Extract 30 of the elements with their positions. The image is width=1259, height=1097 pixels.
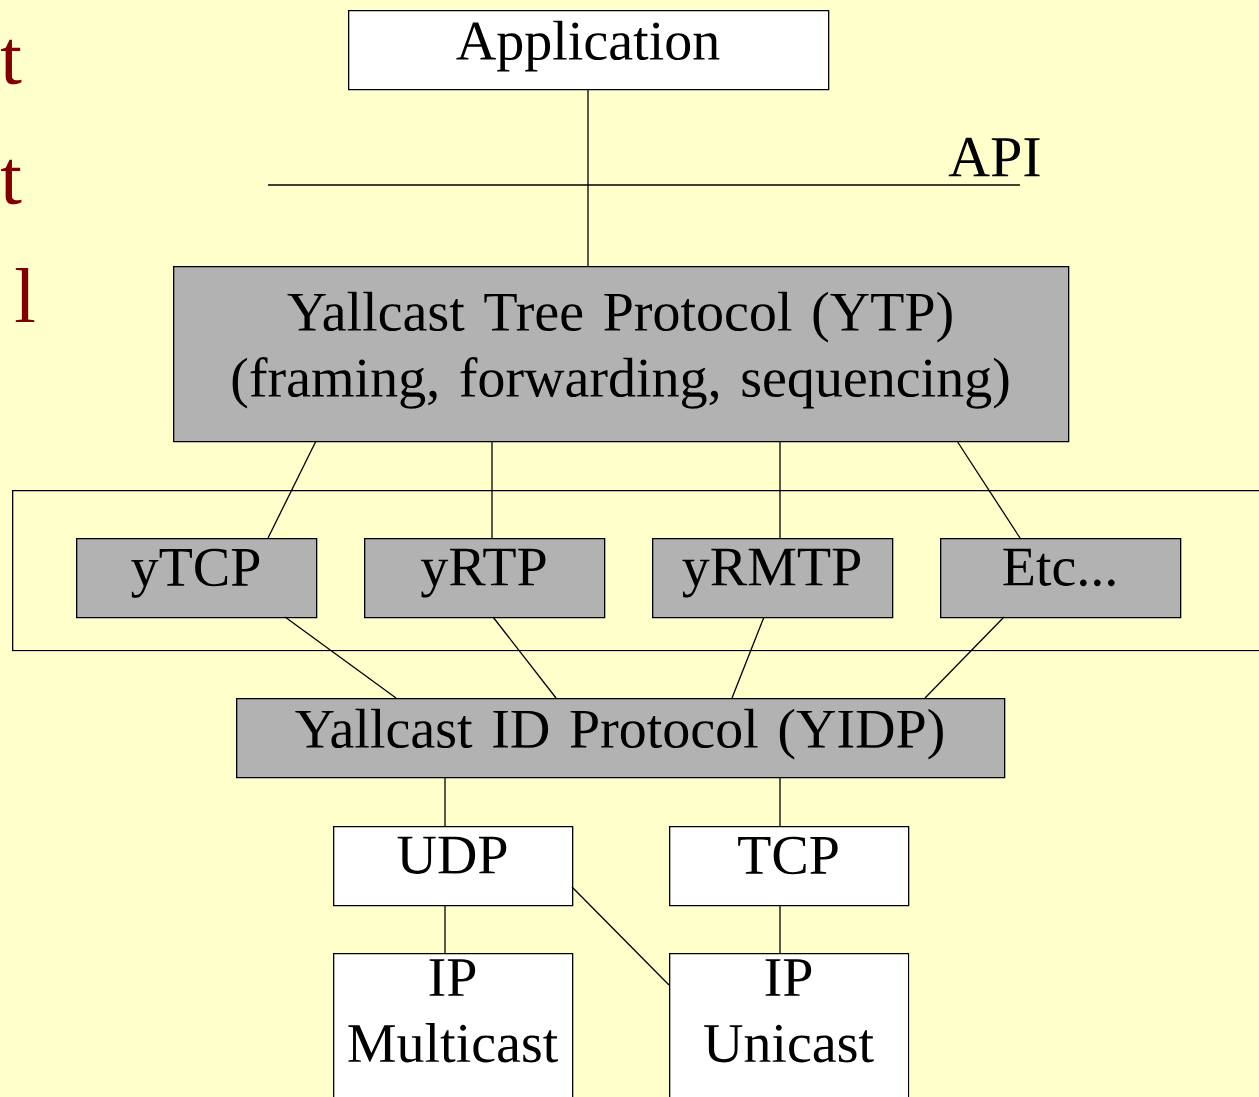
connector-line <box>779 776 781 827</box>
api-label: API <box>948 137 1040 177</box>
protocol-box: Yallcast ID Protocol (YIDP) <box>236 698 1006 779</box>
group-box <box>12 490 1259 652</box>
connector-line <box>924 616 1005 699</box>
title-fragment: t <box>0 39 22 85</box>
connector-line <box>444 904 446 954</box>
protocol-box: yRMTP <box>652 538 894 619</box>
protocol-box: Yallcast Tree Protocol (YTP) (framing, forwarding, sequencing) <box>173 266 1070 443</box>
protocol-box: IP Unicast <box>669 953 910 1097</box>
title-fragment: t <box>0 159 22 205</box>
connector-line <box>587 88 589 267</box>
connector-line <box>956 440 1021 539</box>
connector-line <box>492 616 557 699</box>
connector-line <box>779 440 781 539</box>
connector-line <box>284 616 397 699</box>
protocol-box: UDP <box>333 826 574 907</box>
protocol-box: Etc... <box>940 538 1182 619</box>
protocol-box: IP Multicast <box>333 953 574 1097</box>
title-fragment: l <box>15 267 35 323</box>
connector-line <box>267 440 317 539</box>
protocol-box: TCP <box>669 826 910 907</box>
protocol-box: yRTP <box>364 538 606 619</box>
protocol-box: Application <box>348 10 830 91</box>
connector-line <box>571 886 670 986</box>
connector-line <box>779 904 781 954</box>
connector-line <box>731 616 765 699</box>
connector-line <box>491 440 493 539</box>
protocol-box: yTCP <box>76 538 318 619</box>
connector-line <box>444 776 446 827</box>
